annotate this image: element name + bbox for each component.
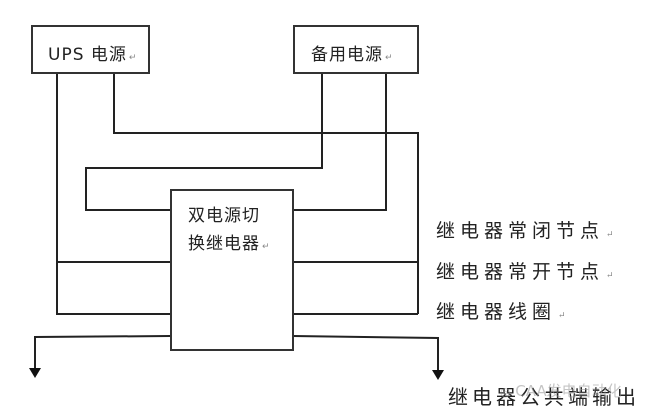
watermark: ◎ CAA发电自动化 xyxy=(500,380,622,401)
ups-power-box: UPS 电源↵ xyxy=(31,25,150,74)
wire-backup-nc-contact xyxy=(85,74,323,211)
wire-ups-right-bus xyxy=(113,74,419,314)
relay-label-line1: 双电源切 xyxy=(188,206,260,226)
paragraph-mark-icon: ↵ xyxy=(606,230,619,240)
arrow-down-right-icon xyxy=(432,370,444,380)
wire-common-output-left xyxy=(34,335,171,370)
wechat-icon: ◎ xyxy=(500,385,511,399)
watermark-text: CAA发电自动化 xyxy=(515,382,622,400)
paragraph-mark-icon: ↵ xyxy=(606,271,619,281)
arrow-down-left-icon xyxy=(29,368,41,378)
paragraph-mark-icon: ↵ xyxy=(385,53,394,63)
legend-nc-contact: 继电器常闭节点 xyxy=(436,220,605,242)
wire-backup-relay-right xyxy=(293,74,387,211)
paragraph-mark-icon: ↵ xyxy=(128,53,138,63)
legend-no-contact: 继电器常开节点 xyxy=(436,261,605,283)
wire-common-output-right xyxy=(292,335,439,372)
dual-power-relay-box: 双电源切 换继电器↵ xyxy=(170,189,294,351)
relay-label-line2: 换继电器 xyxy=(188,234,260,254)
legend-common-output: 继电器公共端输出 xyxy=(448,385,640,409)
backup-power-label: 备用电源 xyxy=(311,45,383,65)
legend-coil: 继电器线圈 xyxy=(436,301,557,323)
ups-power-label: UPS 电源 xyxy=(48,45,127,65)
paragraph-mark-icon: ↵ xyxy=(558,311,571,321)
wire-ups-coil xyxy=(56,262,170,315)
backup-power-box: 备用电源↵ xyxy=(293,25,419,74)
paragraph-mark-icon: ↵ xyxy=(262,242,271,252)
